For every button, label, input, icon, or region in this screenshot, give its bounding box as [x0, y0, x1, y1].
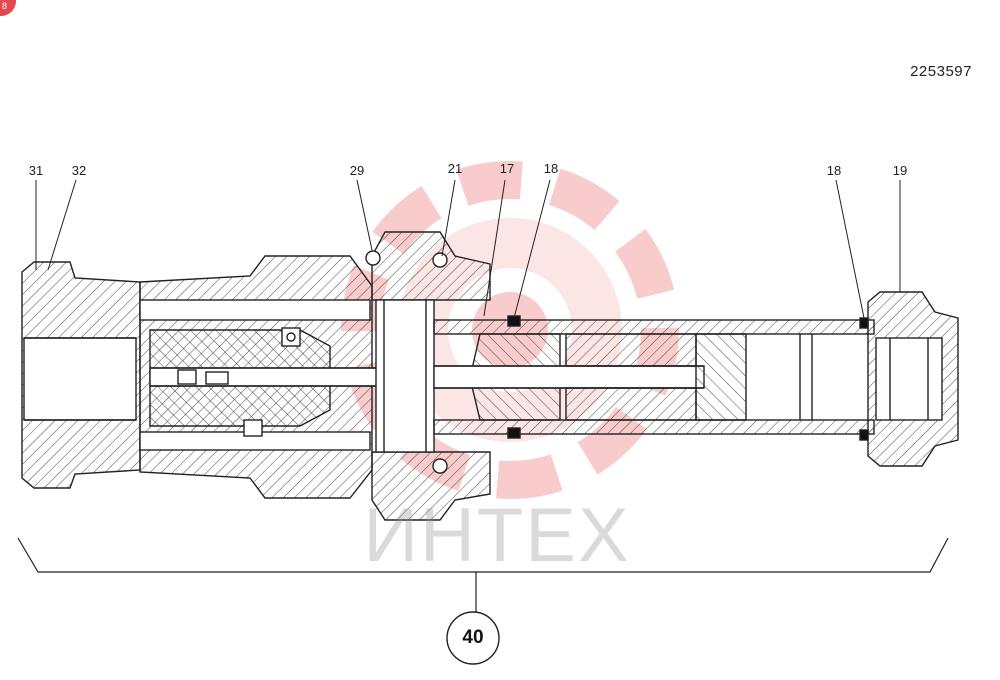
- part-label-29: 29: [349, 163, 365, 178]
- cylinder: [433, 315, 875, 441]
- assembly-bracket: [17, 537, 949, 665]
- document-number: 2253597: [910, 63, 972, 80]
- valve-body: [139, 255, 430, 499]
- part-label-18-right: 18: [826, 163, 842, 178]
- assembly-number: 40: [462, 627, 484, 648]
- part-label-17: 17: [499, 161, 515, 176]
- corner-badge-text: 8: [1, 1, 7, 11]
- part-label-19: 19: [892, 163, 908, 178]
- part-label-18-left: 18: [543, 161, 559, 176]
- part-label-32: 32: [71, 163, 87, 178]
- end-cap: [867, 291, 959, 467]
- flange-nut: [365, 231, 491, 521]
- left-housing: [21, 261, 141, 489]
- part-label-31: 31: [28, 163, 44, 178]
- part-label-21: 21: [447, 161, 463, 176]
- leader-lines: [35, 179, 901, 319]
- watermark-text: ИНТЕХ: [363, 493, 631, 578]
